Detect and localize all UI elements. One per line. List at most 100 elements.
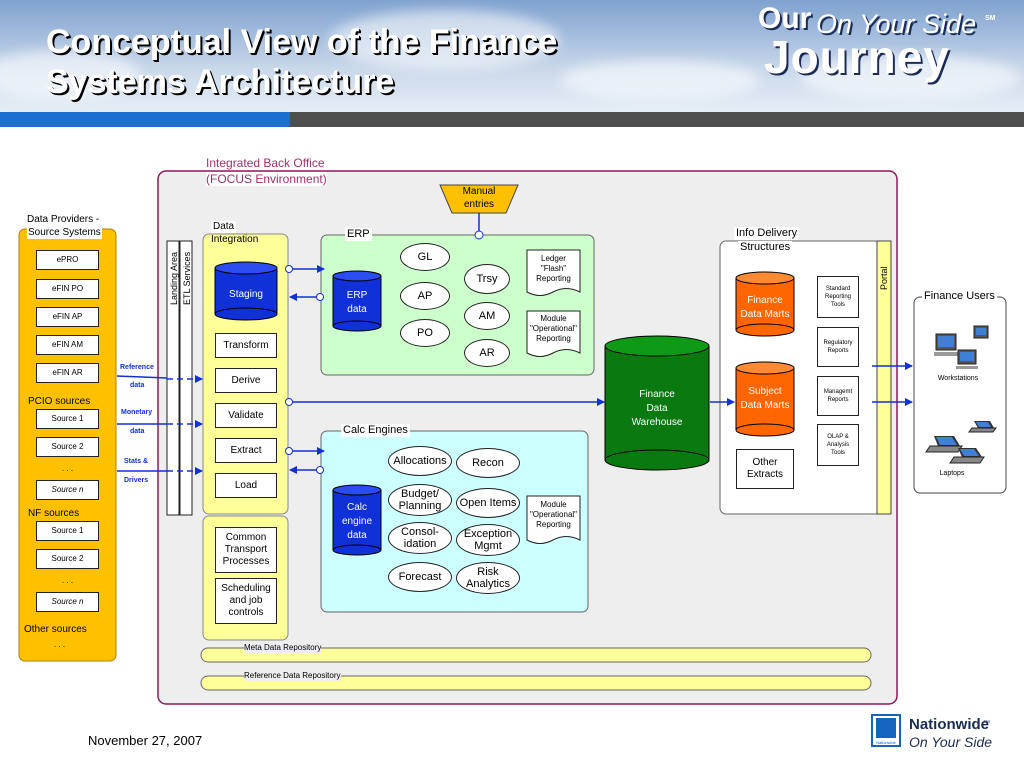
- erp-mod-line2: "Operational": [529, 324, 578, 333]
- feed-monetary-label: Monetary: [121, 409, 153, 416]
- reg-line1: Regulatory: [823, 340, 853, 346]
- exception-line2: Mgmt: [474, 540, 502, 552]
- feed-reference-label: Reference: [120, 364, 154, 371]
- olap-line3: Tools: [830, 450, 845, 456]
- olap-line1: OLAP &: [827, 434, 849, 440]
- calc-exception-mgmt: Exception Mgmt: [456, 524, 520, 556]
- focus-environment-label: (FOCUS Environment): [206, 172, 327, 186]
- portal-label: Portal: [879, 266, 889, 290]
- finance-data-marts-cylinder: [735, 271, 795, 337]
- provider-epro: ePRO: [36, 250, 99, 270]
- provider-efin-ap: eFIN AP: [36, 307, 99, 327]
- feed-monetary-data-label: data: [130, 428, 145, 435]
- pcio-source-n: Source n: [36, 480, 99, 500]
- calc-data-label-3: data: [347, 530, 367, 541]
- step-extract: Extract: [215, 438, 277, 463]
- manual-entries-shape: [439, 184, 519, 214]
- subject-marts-line2: Data Marts: [740, 400, 790, 411]
- manual-entries-line1: Manual: [462, 186, 496, 197]
- calc-recon: Recon: [456, 448, 520, 478]
- pcio-ellipsis: . . .: [61, 464, 74, 473]
- ledger-flash-reporting: Ledger "Flash" Reporting: [527, 254, 580, 284]
- nf-source-2: Source 2: [36, 549, 99, 569]
- erp-module-am: AM: [464, 302, 510, 330]
- erp-module-note-shape: [526, 310, 581, 357]
- calc-open-items: Open Items: [456, 488, 520, 518]
- erp-panel: [320, 234, 595, 376]
- data-integration-title-2: Integration: [211, 234, 259, 245]
- footer-date: November 27, 2007: [88, 733, 203, 748]
- olap-line2: Analysis: [826, 442, 850, 448]
- other-sources-label: Other sources: [24, 624, 87, 635]
- risk-line2: Analytics: [465, 578, 511, 590]
- ledger-line2: "Flash": [540, 264, 567, 273]
- staging-cylinder: [214, 261, 278, 321]
- nf-ellipsis: . . .: [61, 576, 74, 585]
- page-title: Conceptual View of the Finance Systems A…: [46, 23, 558, 101]
- provider-efin-po: eFIN PO: [36, 279, 99, 299]
- feed-drivers-label: Drivers: [124, 477, 149, 484]
- exception-line1: Exception: [463, 528, 513, 540]
- other-extracts-line1: Other: [752, 457, 778, 468]
- nationwide-tagline: On Your Side: [909, 734, 993, 750]
- integrated-back-office-label: Integrated Back Office: [206, 156, 325, 170]
- calc-mod-line3: Reporting: [536, 520, 571, 529]
- source-systems-title: Source Systems: [27, 227, 102, 239]
- finance-marts-line2: Data Marts: [740, 309, 790, 320]
- scheduling-line2: and job: [229, 595, 263, 606]
- workstations-label: Workstations: [937, 375, 979, 382]
- manual-entries-line2: entries: [463, 199, 494, 210]
- other-sources-ellipsis: . . .: [54, 640, 66, 649]
- erp-mod-line3: Reporting: [536, 334, 571, 343]
- management-reports: Managemt Reports: [817, 376, 859, 416]
- logo-our: Our: [758, 2, 812, 35]
- calc-budget-planning: Budget/ Planning: [388, 484, 452, 516]
- step-transform: Transform: [215, 333, 277, 358]
- scheduling-box: Scheduling and job controls: [215, 578, 277, 624]
- budget-line1: Budget/: [401, 488, 439, 500]
- calc-consolidation: Consol- idation: [388, 522, 452, 554]
- erp-mod-line1: Module: [540, 314, 567, 323]
- finance-users-title: Finance Users: [922, 290, 997, 303]
- nf-sources-label: NF sources: [28, 508, 80, 519]
- finance-data-warehouse-cylinder: [604, 335, 710, 471]
- info-delivery-title-1: Info Delivery: [734, 227, 800, 240]
- nationwide-logo-mark: [876, 718, 896, 738]
- subject-data-marts-cylinder: [735, 361, 795, 437]
- subject-marts-line1: Subject: [748, 386, 782, 397]
- calc-module-operational-reporting: Module "Operational" Reporting: [527, 500, 580, 530]
- erp-data-label-1: ERP: [346, 290, 368, 301]
- logo-sm: SM: [985, 15, 996, 22]
- std-line2: Reporting: [824, 294, 851, 300]
- nationwide-badge-text: Nationwide: [876, 740, 896, 745]
- common-transport-line3: Processes: [222, 556, 270, 567]
- data-integration-title-1: Data: [211, 221, 237, 233]
- fdw-line2: Data: [646, 403, 668, 414]
- olap-analysis-tools: OLAP & Analysis Tools: [817, 424, 859, 466]
- budget-line2: Planning: [398, 500, 442, 512]
- erp-title: ERP: [345, 228, 372, 241]
- header-rule-bar: [290, 112, 1024, 127]
- meta-data-repository-bar: [200, 647, 872, 663]
- nationwide-tm: ™: [983, 720, 990, 727]
- staging-label: Staging: [229, 289, 263, 300]
- finance-marts-line1: Finance: [747, 295, 783, 306]
- other-extracts-line2: Extracts: [746, 469, 784, 480]
- calc-mod-line1: Module: [540, 500, 567, 509]
- calc-module-note-shape: [526, 495, 581, 544]
- portal-column: [876, 240, 892, 515]
- erp-module-trsy: Trsy: [464, 264, 510, 294]
- calc-engine-data-cylinder: [332, 484, 382, 556]
- reference-data-repository-bar: [200, 675, 872, 691]
- calc-data-label-2: engine: [341, 516, 373, 527]
- calc-engines-panel: [320, 430, 589, 613]
- common-transport-line2: Transport: [224, 544, 268, 555]
- mgmt-line2: Reports: [827, 397, 849, 403]
- erp-module-gl: GL: [400, 243, 450, 271]
- pcio-source-1: Source 1: [36, 409, 99, 429]
- nf-source-1: Source 1: [36, 521, 99, 541]
- calc-mod-line2: "Operational": [529, 510, 578, 519]
- ledger-flash-note-shape: [526, 249, 581, 296]
- reg-line2: Reports: [827, 348, 849, 354]
